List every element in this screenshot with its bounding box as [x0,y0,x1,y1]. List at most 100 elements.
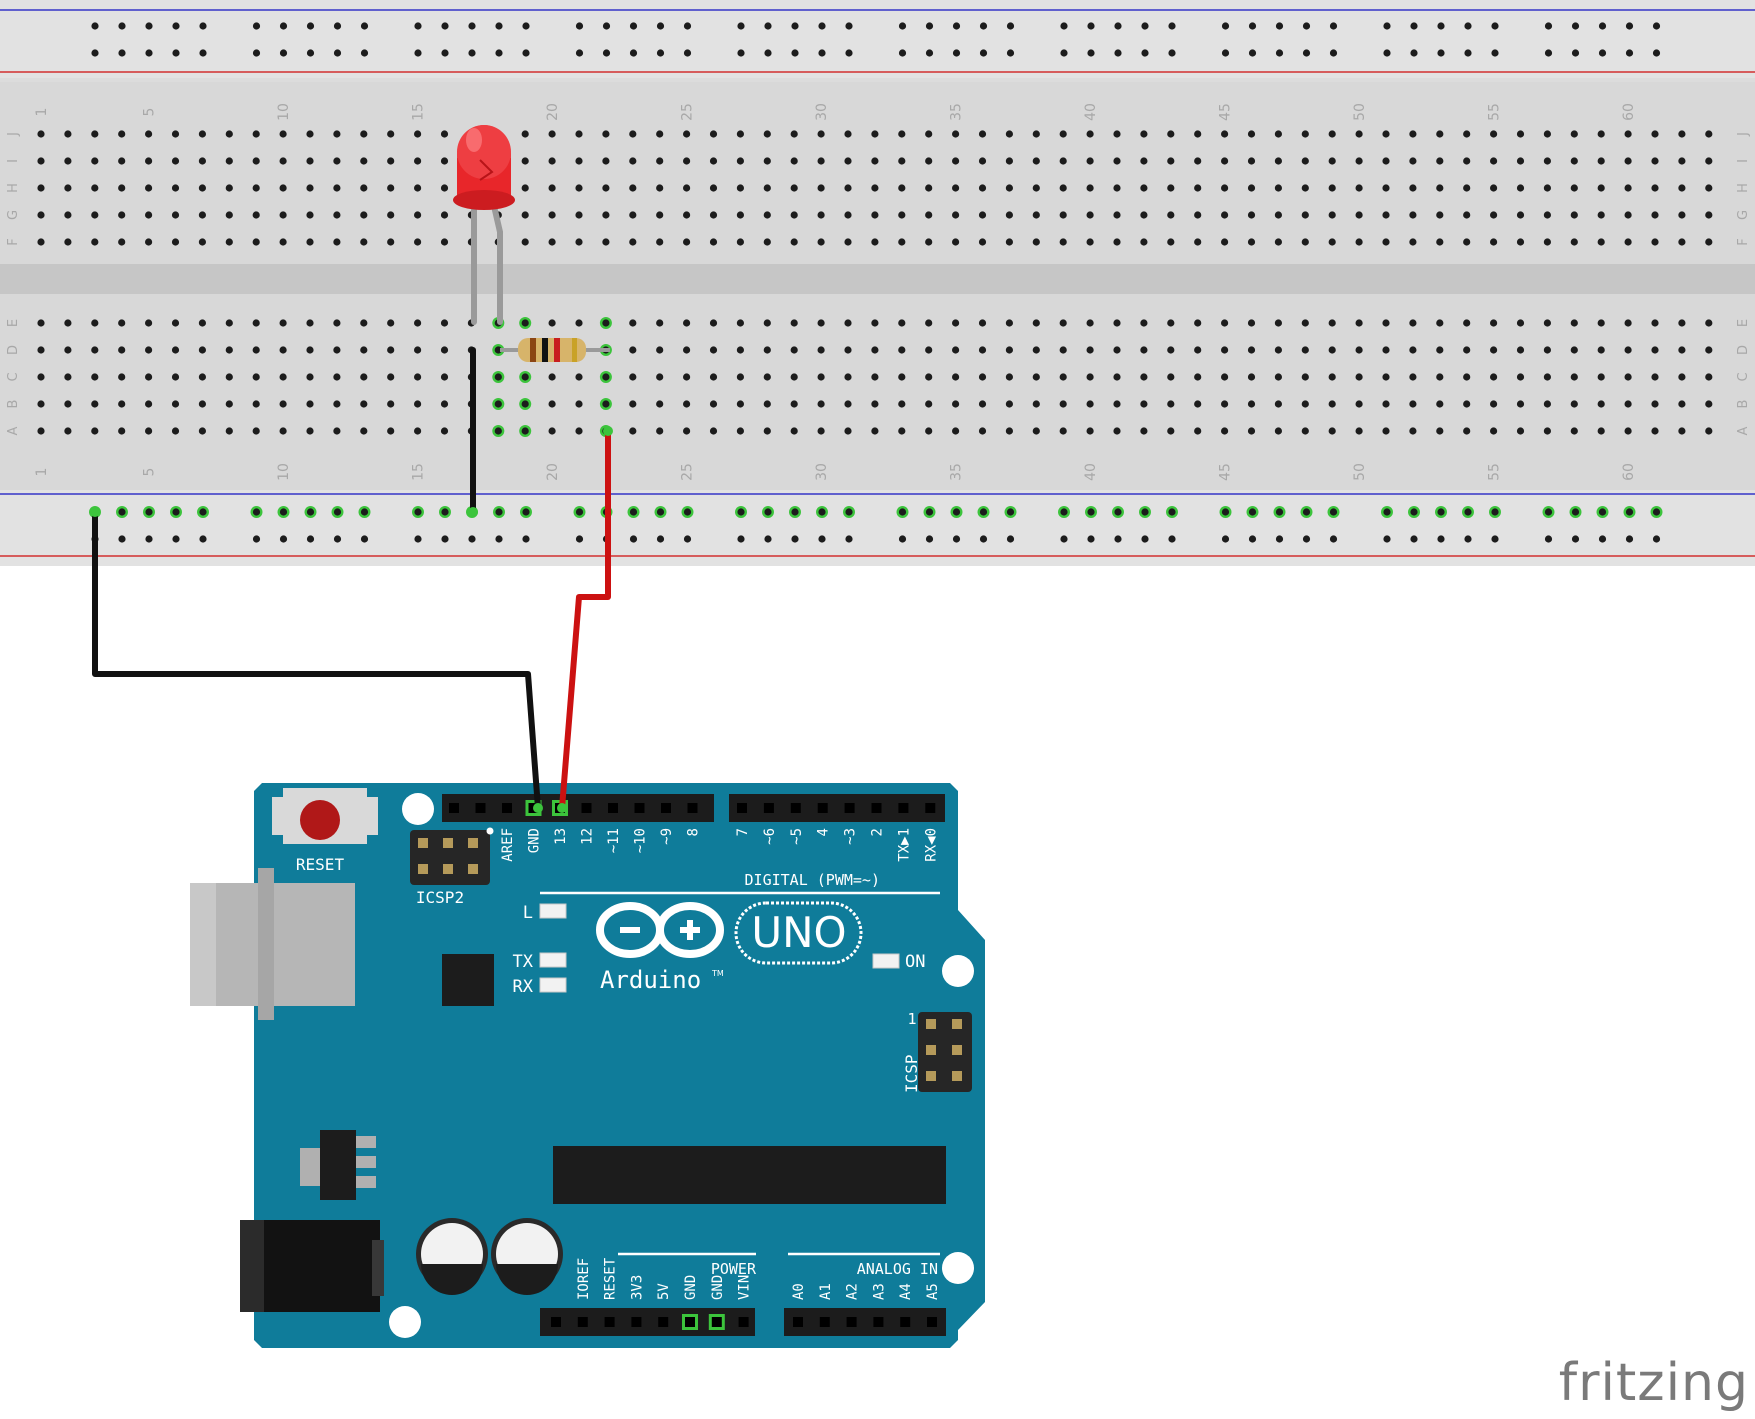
icsp2-pin [443,838,453,848]
breadboard-hole [925,427,933,435]
mounting-hole [942,955,974,987]
breadboard-hole [1005,184,1014,192]
arduino-logo-text: Arduino [600,966,701,994]
breadboard-hole [1032,427,1040,435]
header-pin[interactable] [763,803,774,813]
pin-label: VIN [737,1275,753,1300]
header-pin[interactable] [790,803,801,813]
header-pin[interactable] [634,803,645,813]
breadboard-hole [1005,211,1014,219]
icsp2-pin [418,838,428,848]
breadboard-hole [683,157,691,165]
rail-hole [522,508,530,516]
header-pin[interactable] [844,803,855,813]
header-pin[interactable] [819,1317,830,1327]
header-pin[interactable] [925,803,936,813]
header-pin[interactable] [475,803,486,813]
breadboard-hole [709,427,718,435]
header-pin[interactable] [927,1317,937,1327]
header-pin[interactable] [687,803,698,813]
header-pin[interactable] [631,1317,642,1327]
header-pin[interactable] [604,1317,615,1327]
rail-hole [1141,49,1149,57]
header-pin[interactable] [871,803,882,813]
header-pin[interactable] [502,803,512,813]
breadboard-hole [1516,427,1525,435]
rail-hole [1544,49,1553,57]
breadboard-hole [1624,130,1632,138]
breadboard-hole [1409,157,1417,165]
header-pin[interactable] [737,803,747,813]
breadboard-hole [1005,157,1014,165]
breadboard-hole [575,211,583,219]
rail-hole [925,508,934,516]
breadboard-hole [64,346,72,354]
breadboard-hole [844,130,852,138]
rail-hole [1006,22,1015,30]
breadboard-hole [1328,184,1336,192]
breadboard-hole [709,184,718,192]
breadboard-hole [279,130,287,138]
rail-hole [898,508,907,516]
header-pin[interactable] [449,803,459,813]
rail-hole [333,535,342,543]
breadboard-hole [1409,130,1417,138]
header-pin[interactable] [658,1317,669,1327]
breadboard-hole [736,319,745,327]
breadboard-hole [118,211,126,219]
breadboard-hole [1140,319,1148,327]
header-pin[interactable] [608,803,618,813]
breadboard-hole [279,211,287,219]
header-pin[interactable] [685,1317,695,1327]
header-pin[interactable] [873,1317,884,1327]
breadboard-hole [1409,319,1417,327]
header-pin[interactable] [551,1317,561,1327]
rail-hole [1302,508,1311,516]
breadboard-hole [1409,400,1417,408]
pin-label: GND [710,1275,726,1300]
header-pin[interactable] [846,1317,857,1327]
resistor[interactable] [500,338,610,362]
rail-hole [1275,508,1284,516]
rail-hole [91,49,99,57]
breadboard-hole [1328,319,1336,327]
breadboard-hole [279,238,287,246]
column-number-label: 5 [142,468,158,477]
breadboard-hole [198,157,206,165]
rail-hole [1625,535,1634,543]
breadboard-hole [1113,427,1121,435]
header-pin[interactable] [817,803,828,813]
breadboard-hole [360,184,368,192]
breadboard-hole [91,400,99,408]
header-pin[interactable] [793,1317,803,1327]
header-pin[interactable] [581,803,592,813]
header-pin[interactable] [900,1317,911,1327]
breadboard-hole [360,373,368,381]
breadboard-hole [1032,130,1040,138]
breadboard-hole [817,184,825,192]
rail-hole [1383,535,1391,543]
breadboard-hole [1140,400,1148,408]
header-pin[interactable] [738,1317,749,1327]
breadboard-hole [1678,319,1686,327]
breadboard-hole [1221,346,1229,354]
header-pin[interactable] [577,1317,588,1327]
breadboard-hole [1651,184,1659,192]
breadboard-hole [1086,346,1094,354]
breadboard-hole [1140,427,1148,435]
header-pin[interactable] [711,1317,722,1327]
rail-hole [1464,535,1472,543]
breadboard-hole [925,373,933,381]
arduino-pcb [254,783,985,1348]
reset-button[interactable] [300,800,340,840]
red-led[interactable] [453,125,515,210]
rail-hole [845,49,853,57]
breadboard-hole [387,346,395,354]
header-pin[interactable] [898,803,909,813]
breadboard-hole [1086,373,1094,381]
breadboard-hole [225,130,233,138]
rail-hole [1625,508,1634,516]
header-pin[interactable] [661,803,671,813]
breadboard-hole [1436,346,1444,354]
